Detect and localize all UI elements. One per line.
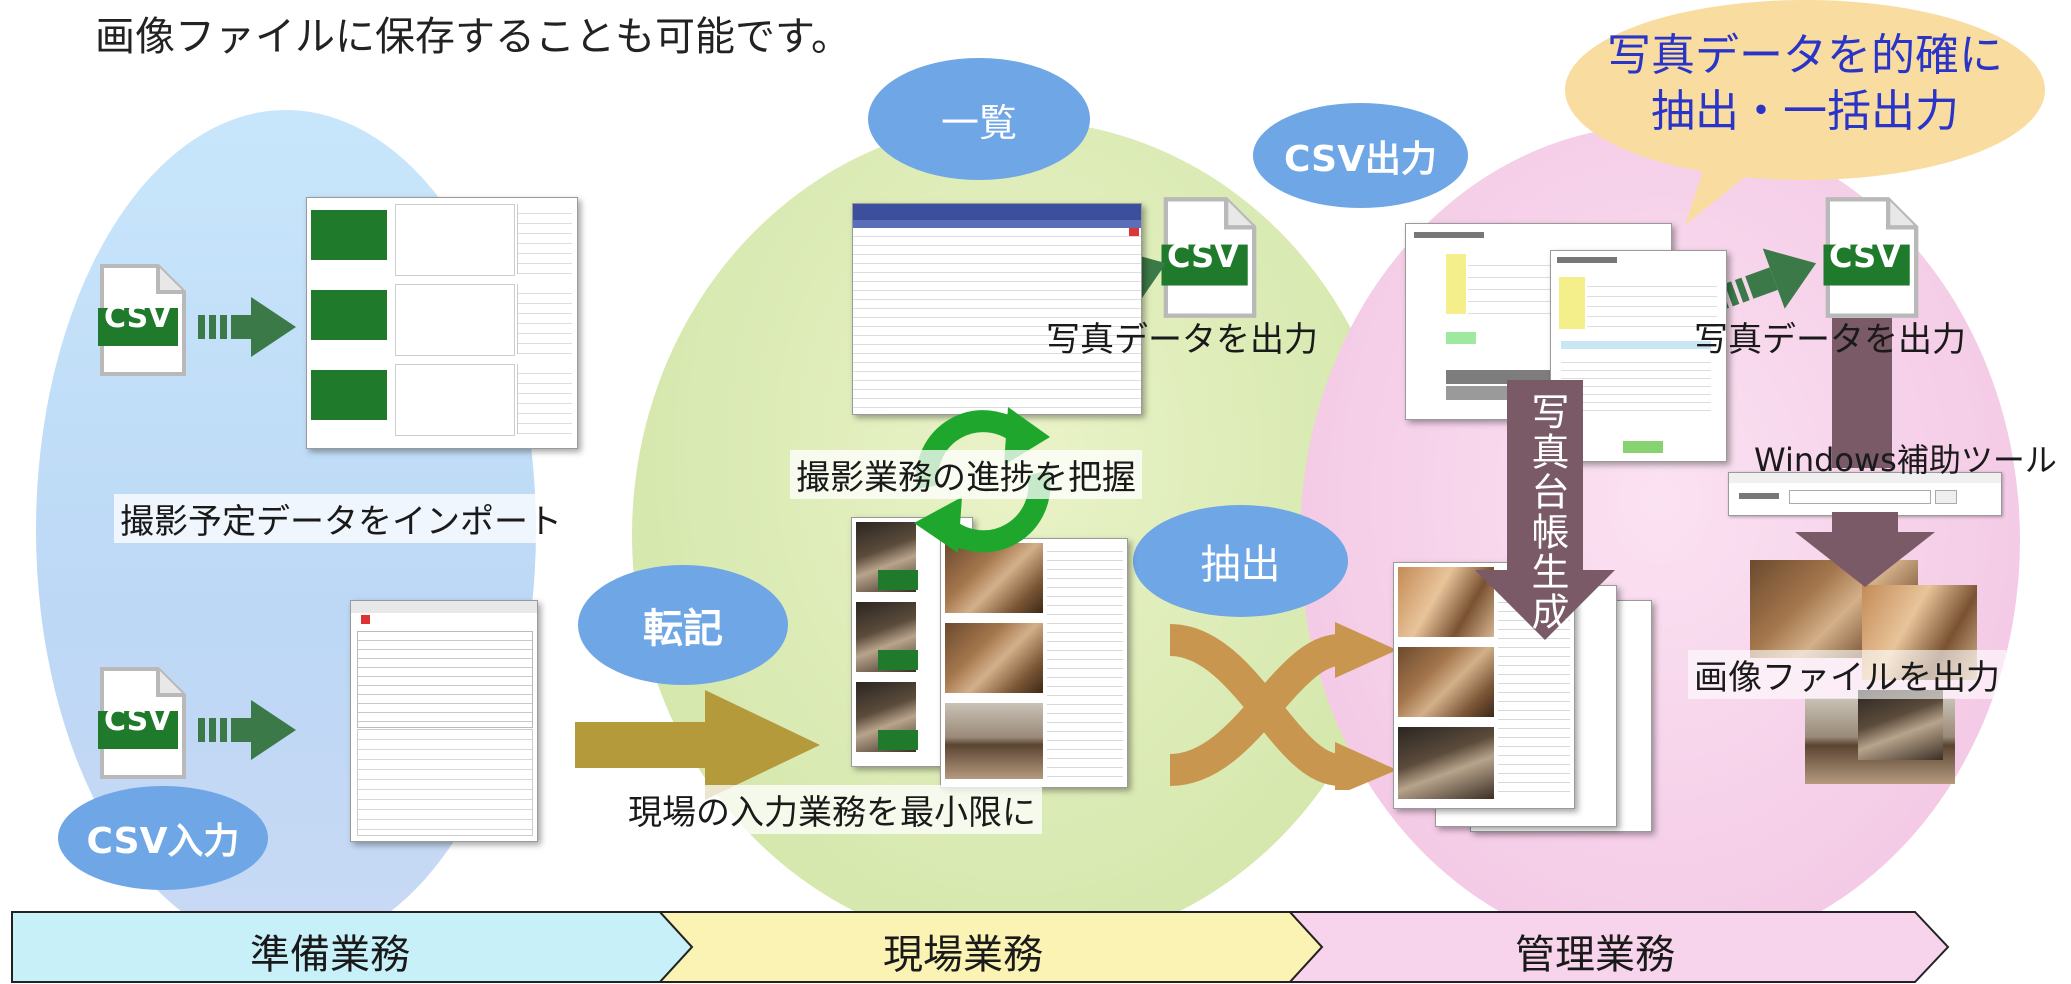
extract-cross-arrows <box>1168 622 1397 790</box>
speech-bubble-shape <box>1565 0 2045 225</box>
caption-progress: 撮影業務の進捗を把握 <box>790 450 1142 499</box>
phase-bar <box>11 911 1950 983</box>
photo-list-thumbnail <box>852 203 1142 415</box>
caption-windows-tool: Windows補助ツール <box>1754 441 2057 479</box>
csv-icon-label: CSV <box>1167 237 1239 275</box>
windows-tool-arrow-bottom <box>1795 512 1935 587</box>
windows-tool-thumbnail <box>1728 472 2002 516</box>
phase-label-mgmt: 管理業務 <box>1515 932 1675 978</box>
caption-minimize: 現場の入力業務を最小限に <box>622 785 1042 834</box>
speech-bubble-text: 写真データを的確に 抽出・一括出力 <box>1607 30 2003 137</box>
csv-file-icon <box>98 264 186 376</box>
csv-icon-label: CSV <box>1829 237 1901 275</box>
csv-file-icon <box>98 667 186 779</box>
ledger-generate-arrow <box>1475 380 1615 640</box>
caption-photo-out-right: 写真データを出力 <box>1694 320 1966 360</box>
csv-import-dialog-thumbnail <box>350 600 538 842</box>
ledger-generate-label: 写真台帳生成 <box>1525 392 1569 632</box>
csv-file-icon <box>1823 197 1919 318</box>
output-photo-4 <box>1858 690 1943 760</box>
tag-ichiran: 一覧 <box>868 58 1090 180</box>
csv-icon-label: CSV <box>104 703 172 738</box>
tag-tenki: 転記 <box>578 565 788 685</box>
phase-label-field: 現場業務 <box>883 932 1043 978</box>
caption-import: 撮影予定データをインポート <box>114 494 568 543</box>
csv-icon-label: CSV <box>104 300 172 335</box>
transfer-arrow <box>575 690 820 800</box>
caption-photo-out-center: 写真データを出力 <box>1046 320 1318 360</box>
phase-label-prep: 準備業務 <box>250 932 410 978</box>
caption-image-out: 画像ファイルを出力 <box>1688 650 2006 699</box>
field-entry-thumbnail-front <box>940 538 1128 788</box>
import-arrow-bottom <box>198 700 296 760</box>
import-arrow-top <box>198 297 296 357</box>
top-text: 画像ファイルに保存することも可能です。 <box>95 14 851 60</box>
windows-tool-arrow-top <box>1832 318 1892 468</box>
tag-csv-output: CSV出力 <box>1253 103 1468 208</box>
tag-csv-input: CSV入力 <box>58 786 268 890</box>
schedule-sheet-thumbnail <box>306 197 578 449</box>
csv-file-icon <box>1161 197 1257 318</box>
csv-export-arrow-right <box>1715 248 1817 311</box>
tag-chushutsu: 抽出 <box>1133 505 1348 617</box>
